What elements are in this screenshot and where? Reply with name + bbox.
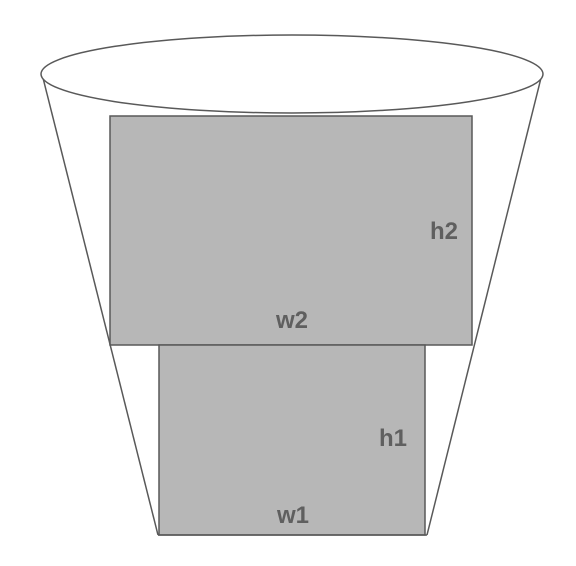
cup-right-side bbox=[426, 73, 543, 536]
label-w2: w2 bbox=[276, 307, 309, 334]
label-w1: w1 bbox=[277, 502, 310, 529]
label-h1: h1 bbox=[379, 425, 408, 452]
upper-rectangle bbox=[109, 115, 473, 346]
label-h2: h2 bbox=[430, 218, 459, 245]
lower-rectangle bbox=[158, 344, 426, 536]
cup-top-ellipse bbox=[40, 34, 544, 114]
cup-left-side bbox=[41, 73, 159, 536]
